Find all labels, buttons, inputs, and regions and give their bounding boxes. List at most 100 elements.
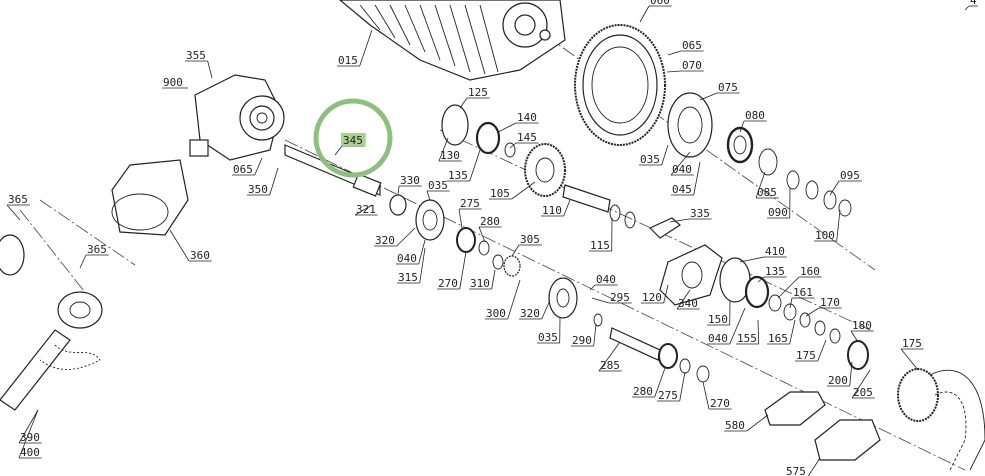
plate-part-075	[667, 92, 713, 158]
callout-label-365: 365	[87, 243, 107, 256]
callout-label-575: 575	[786, 465, 806, 476]
callout-leader	[511, 181, 536, 200]
callout-label-140: 140	[517, 111, 537, 124]
callout-label-270: 270	[710, 397, 730, 410]
callout-label-305: 305	[520, 233, 540, 246]
callout-label-120: 120	[642, 291, 662, 304]
callout-leader	[964, 5, 970, 11]
cover-part-360	[111, 159, 189, 236]
callout-leader	[654, 367, 666, 398]
callout-label-150: 150	[708, 313, 728, 326]
callout-label-335: 335	[690, 207, 710, 220]
callout-label-310: 310	[470, 277, 490, 290]
callout-leader	[6, 204, 21, 221]
callout-leader	[676, 289, 691, 310]
callout-label-105: 105	[490, 187, 510, 200]
bracket-part-580	[764, 391, 826, 426]
callout-highlight-bg	[341, 133, 366, 146]
callout-label-155: 155	[737, 332, 757, 345]
callout-leader	[478, 226, 486, 243]
callout-leader	[396, 227, 416, 247]
callout-label-275: 275	[658, 389, 678, 402]
callout-label-300: 300	[486, 307, 506, 320]
callout-label-130: 130	[440, 149, 460, 162]
callout-leader	[79, 254, 87, 269]
callout-label-035: 035	[538, 331, 558, 344]
callout-leader	[805, 307, 820, 317]
bearing-group-410-135	[719, 257, 770, 309]
callout-label-290: 290	[572, 334, 592, 347]
callout-leader	[359, 29, 373, 67]
callout-label-035: 035	[428, 179, 448, 192]
plate-part-300	[548, 277, 578, 319]
sprocket-part-175	[897, 368, 985, 471]
callout-leader	[789, 319, 796, 345]
callout-label-410: 410	[765, 245, 785, 258]
callout-leader	[469, 149, 481, 182]
callout-leader	[598, 341, 621, 372]
callout-label-900: 900	[163, 76, 183, 89]
callout-leader	[669, 218, 690, 223]
driveshaft-assembly-390	[0, 234, 103, 411]
gear-part-305	[503, 255, 521, 277]
callout-leader	[739, 120, 745, 133]
callout-leader	[666, 70, 682, 73]
callout-leader	[693, 161, 701, 196]
callout-label-320: 320	[520, 307, 540, 320]
callout-label-100: 100	[815, 229, 835, 242]
callout-label-365: 365	[8, 193, 28, 206]
callout-leader	[426, 190, 431, 201]
callout-leader	[817, 339, 827, 362]
seal-bearing-group-125-135	[441, 104, 516, 158]
callout-label-085: 085	[757, 186, 777, 199]
callout-leader	[563, 199, 571, 217]
washer-stack-160-175	[768, 294, 841, 344]
callout-leader	[207, 60, 213, 79]
callout-label-170: 170	[820, 296, 840, 309]
plate-group-335-340	[648, 217, 723, 306]
callout-leader	[591, 297, 610, 304]
callout-label-035: 035	[640, 153, 660, 166]
callout-label-045: 045	[672, 183, 692, 196]
callout-label-040: 040	[708, 332, 728, 345]
callout-leader	[438, 137, 449, 162]
callout-leader	[334, 145, 343, 156]
callout-label-315: 315	[398, 271, 418, 284]
callout-leader	[851, 369, 871, 399]
coupling-part-330	[389, 194, 407, 216]
callout-label-075: 075	[718, 81, 738, 94]
callout-leader	[254, 157, 263, 176]
callout-label-321: 321	[356, 203, 376, 216]
callout-label-080: 080	[745, 109, 765, 122]
callout-label-145: 145	[517, 131, 537, 144]
callout-label-205: 205	[853, 386, 873, 399]
callout-label-295: 295	[610, 291, 630, 304]
callout-leader	[497, 122, 517, 133]
callout-label-070: 070	[682, 59, 702, 72]
callout-label-065: 065	[233, 163, 253, 176]
callout-leader	[746, 414, 769, 432]
callout-label-355: 355	[186, 49, 206, 62]
callout-leader	[829, 180, 840, 196]
ring-gear-part-060	[574, 24, 666, 146]
callout-label-165: 165	[768, 332, 788, 345]
bracket-part-575	[814, 419, 881, 461]
callout-leader	[459, 251, 467, 290]
gear-part-105	[524, 143, 566, 197]
callout-label-280: 280	[480, 215, 500, 228]
gearbox-part-355	[189, 74, 285, 161]
callout-leader	[169, 229, 190, 262]
callout-label-285: 285	[600, 359, 620, 372]
callout-leader	[679, 371, 686, 402]
shaft-part-285	[609, 327, 661, 361]
callout-leader	[18, 409, 39, 459]
rings-group-085-100	[758, 148, 852, 217]
callout-leader	[639, 5, 650, 23]
callout-label-390: 390	[20, 431, 40, 444]
callout-leader	[670, 151, 691, 176]
callout-label-320: 320	[375, 234, 395, 247]
callout-leader	[757, 276, 765, 283]
hub-part-180	[847, 340, 869, 370]
